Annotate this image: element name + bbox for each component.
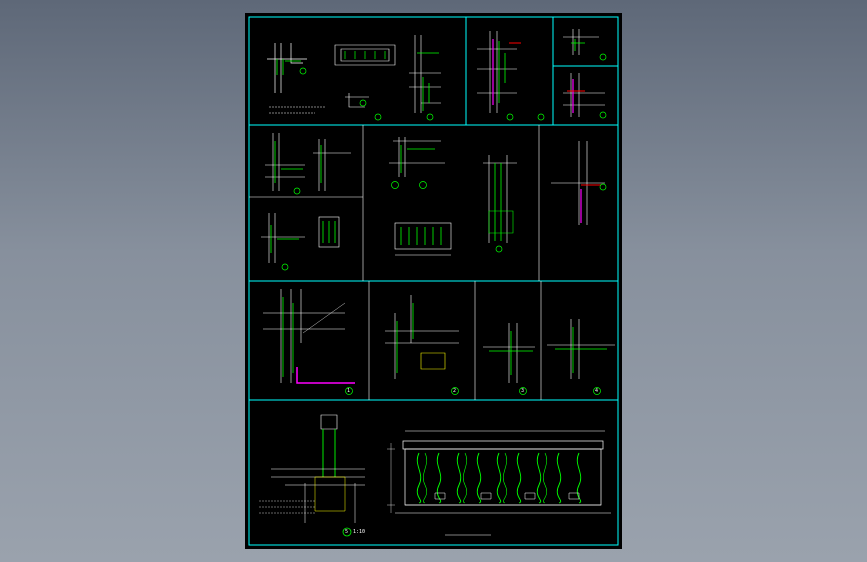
detail-2	[385, 295, 459, 395]
detail-1	[263, 289, 355, 395]
detail-row2-left	[261, 133, 351, 271]
detail-top-left	[267, 35, 441, 121]
detail-3-number: 3	[521, 388, 525, 394]
cad-drawing	[248, 16, 619, 546]
detail-5-scale: 1:10	[353, 529, 366, 535]
detail-4	[547, 319, 615, 395]
detail-row2-middle	[389, 137, 517, 256]
detail-4-number: 4	[595, 388, 599, 394]
detail-5-number: 5	[345, 529, 349, 535]
detail-top-middle	[477, 31, 545, 121]
detail-row2-right	[551, 141, 607, 225]
detail-3	[483, 323, 535, 395]
subpanel-grid	[249, 125, 542, 400]
detail-2-number: 2	[453, 388, 457, 394]
detail-1-number: 1	[347, 388, 351, 394]
panel-grid	[249, 17, 618, 401]
fence-elevation	[387, 430, 611, 536]
detail-top-right	[563, 29, 607, 119]
drawing-sheet: 1 2 3 4 5 1:10	[245, 13, 622, 549]
detail-5	[259, 414, 365, 537]
